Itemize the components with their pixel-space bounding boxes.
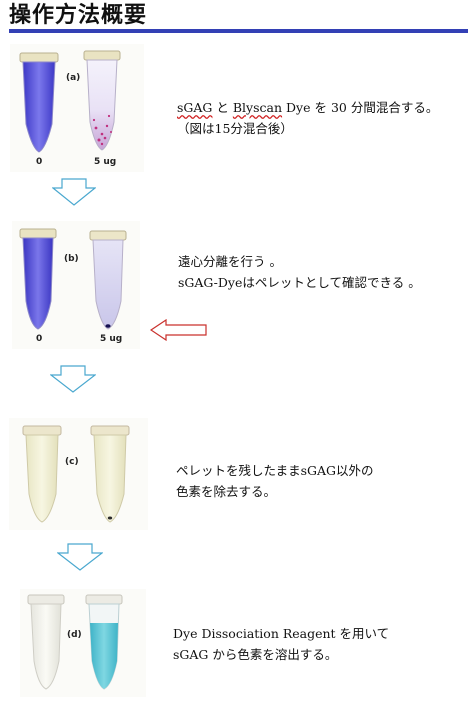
panel-label-c: (c)	[65, 457, 79, 467]
step-c-text: ペレットを残したままsGAG以外の 色素を除去する。	[176, 460, 374, 502]
step-b-photo: 0 5 ug (b)	[12, 221, 140, 349]
down-arrow-icon	[57, 543, 103, 571]
tube-label-5ug: 5 ug	[94, 157, 116, 167]
step-d-line2: sGAG から色素を溶出する。	[173, 647, 338, 662]
step-a-line2: （図は15分混合後）	[177, 121, 293, 136]
step-c-line1: ペレットを残したままsGAG以外の	[176, 463, 374, 478]
step-d-photo: (d)	[20, 589, 146, 697]
step-c-line2: 色素を除去する。	[176, 484, 277, 499]
left-arrow-icon	[150, 319, 207, 341]
tube-label-0: 0	[36, 157, 42, 167]
step-c-photo: (c)	[9, 418, 148, 530]
down-arrow-icon	[50, 365, 96, 393]
tube-label-5ug: 5 ug	[100, 334, 122, 344]
step-b-text: 遠心分離を行う 。 sGAG-Dyeはペレットとして確認できる 。	[178, 251, 421, 293]
panel-label-a: (a)	[66, 73, 80, 83]
down-arrow-icon	[52, 178, 96, 206]
title-underline	[9, 29, 468, 33]
step-b-line1: 遠心分離を行う 。	[178, 254, 282, 269]
step-a-photo: 0 5 ug (a)	[10, 44, 144, 172]
step-a-line1: sGAG と Blyscan Dye を 30 分間混合する。	[177, 100, 439, 115]
step-b-line2: sGAG-Dyeはペレットとして確認できる 。	[178, 275, 421, 290]
tube-label-0: 0	[36, 334, 42, 344]
panel-label-d: (d)	[67, 630, 82, 640]
page-title: 操作方法概要	[9, 3, 148, 28]
term-sgag: sGAG	[177, 100, 213, 115]
panel-label-b: (b)	[64, 254, 79, 264]
step-d-text: Dye Dissociation Reagent を用いて sGAG から色素を…	[173, 623, 389, 665]
step-a-text: sGAG と Blyscan Dye を 30 分間混合する。 （図は15分混合…	[177, 97, 438, 139]
step-d-line1: Dye Dissociation Reagent を用いて	[173, 626, 390, 641]
term-blyscan: Blyscan	[232, 100, 283, 115]
